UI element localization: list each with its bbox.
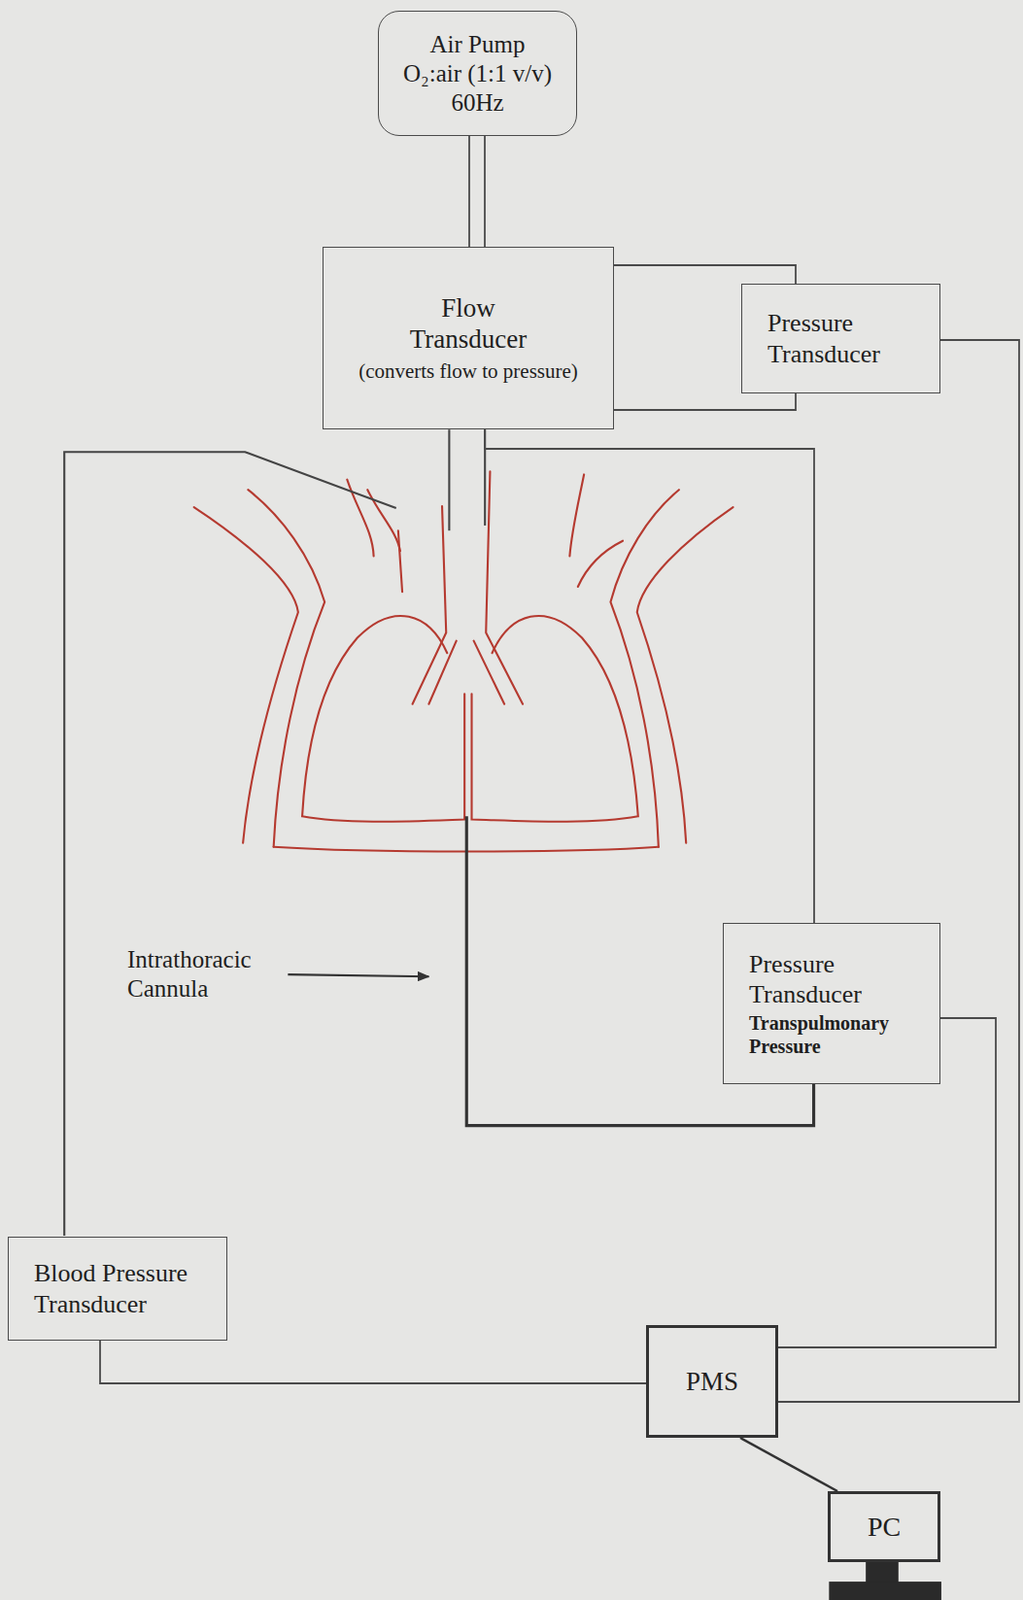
node-title: PC [867,1510,901,1544]
blood-pressure-box: Blood Pressure Transducer [7,1236,228,1341]
node-title: PMS [685,1365,739,1398]
pressure-transducer-box: Pressure Transducer [741,283,941,394]
air-pump-box: Air PumpO₂:air (1:1 v/v)60Hz [377,10,578,137]
pc-monitor: PC [827,1491,941,1563]
label-arrow [287,974,429,977]
tracheal-tube [448,429,485,531]
carotid-line [64,451,397,1236]
connector-line [740,1437,838,1492]
node-subtitle: 60Hz [450,88,504,118]
connector-line [469,136,485,247]
callout-label: Intrathoracic Cannula [127,945,283,1004]
connector-line [613,265,796,284]
monitor-base [828,1581,942,1600]
node-title: Air Pump [430,30,526,60]
connector-line [100,1340,647,1384]
node-title: Pressure Transducer [749,949,934,1010]
node-subtitle: Transpulmonary Pressure [749,1011,934,1058]
monitor-neck [865,1561,899,1584]
connector-line [613,393,796,410]
connector-line [778,340,1020,1402]
node-title: Flow Transducer [390,292,546,356]
pms-box: PMS [646,1325,779,1438]
thorax-drawing [194,471,734,852]
connector-line [484,429,815,923]
node-title: Blood Pressure Transducer [34,1258,221,1319]
flow-transducer-box: Flow Transducer (converts flow to pressur… [322,246,614,430]
transpulmonary-transducer-box: Pressure TransducerTranspulmonary Pressu… [722,922,941,1085]
node-subtitle: (converts flow to pressure) [358,359,579,384]
node-subtitle: O₂:air (1:1 v/v) [403,59,552,89]
node-title: Pressure Transducer [767,307,934,369]
